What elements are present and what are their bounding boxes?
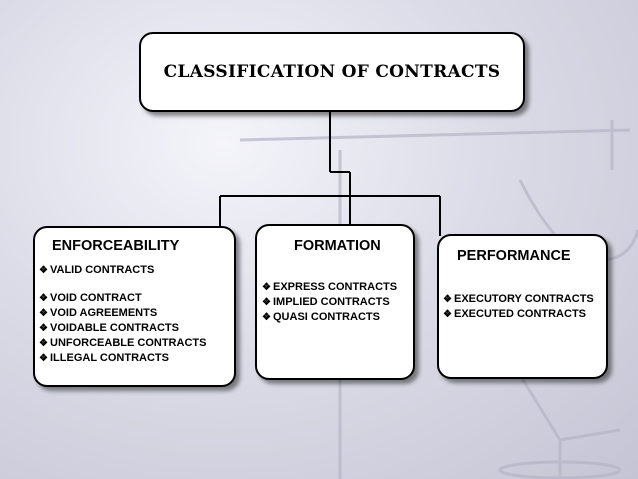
bullet-icon: ❖	[39, 352, 48, 364]
title-box: CLASSIFICATION OF CONTRACTS	[139, 32, 525, 112]
formation-box: FORMATION ❖EXPRESS CONTRACTS ❖IMPLIED CO…	[255, 224, 415, 380]
list-item: ❖UNFORCEABLE CONTRACTS	[39, 337, 207, 349]
list-item: ❖IMPLIED CONTRACTS	[262, 296, 390, 308]
formation-heading: FORMATION	[294, 238, 381, 254]
list-item: ❖EXPRESS CONTRACTS	[262, 281, 398, 293]
list-item: ❖QUASI CONTRACTS	[262, 311, 380, 323]
diagram-title: CLASSIFICATION OF CONTRACTS	[163, 62, 501, 82]
performance-heading: PERFORMANCE	[457, 248, 571, 264]
list-item: ❖VOIDABLE CONTRACTS	[39, 322, 179, 334]
list-item: ❖EXECUTED CONTRACTS	[443, 308, 587, 320]
bullet-icon: ❖	[262, 311, 271, 323]
list-item: ❖EXECUTORY CONTRACTS	[443, 293, 594, 305]
bullet-icon: ❖	[262, 281, 271, 293]
bullet-icon: ❖	[39, 322, 48, 334]
list-item: ❖VOID AGREEMENTS	[39, 307, 158, 319]
bullet-icon: ❖	[262, 296, 271, 308]
enforceability-heading: ENFORCEABILITY	[52, 238, 180, 254]
list-item: ❖ILLEGAL CONTRACTS	[39, 352, 169, 364]
list-item: ❖VALID CONTRACTS	[39, 264, 155, 276]
enforceability-box: ENFORCEABILITY ❖VALID CONTRACTS ❖VOID CO…	[33, 226, 236, 387]
bullet-icon: ❖	[443, 293, 452, 305]
bullet-icon: ❖	[443, 308, 452, 320]
bullet-icon: ❖	[39, 264, 48, 276]
list-item: ❖VOID CONTRACT	[39, 292, 142, 304]
bullet-icon: ❖	[39, 337, 48, 349]
bullet-icon: ❖	[39, 292, 48, 304]
bullet-icon: ❖	[39, 307, 48, 319]
performance-box: PERFORMANCE ❖EXECUTORY CONTRACTS ❖EXECUT…	[437, 234, 608, 379]
